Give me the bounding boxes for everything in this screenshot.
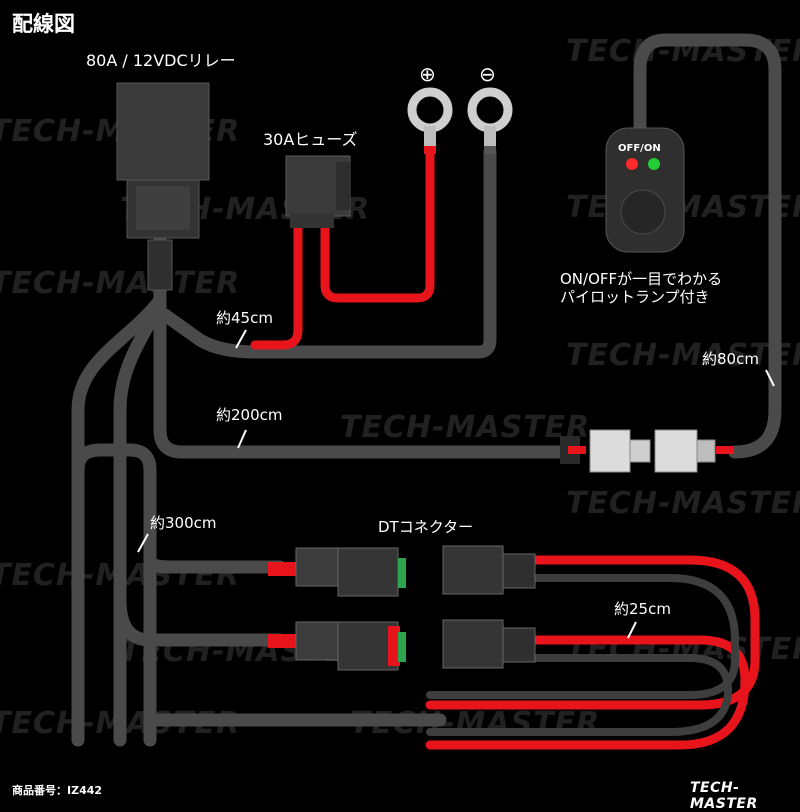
positive-ring-terminal — [407, 87, 453, 154]
length-label-300cm: 約300cm — [150, 514, 217, 532]
fuse-holder — [285, 155, 351, 228]
negative-symbol: ⊖ — [479, 62, 496, 86]
watermark: TECH-MASTER — [566, 486, 800, 521]
fuse-to-relay-wire — [250, 223, 303, 350]
cable-negative — [158, 145, 497, 359]
relay-label: 80A / 12VDCリレー — [86, 51, 236, 70]
positive-symbol: ⊕ — [419, 62, 436, 86]
brand-logo: TECH-MASTER — [690, 780, 758, 812]
relay — [116, 82, 210, 291]
switch-description-line2: パイロットランプ付き — [560, 288, 710, 306]
cable-80cm — [633, 33, 782, 459]
length-label-25cm: 約25cm — [614, 600, 671, 618]
negative-ring-terminal — [467, 87, 513, 154]
switch-button[interactable] — [620, 189, 666, 235]
dt-connector-label: DTコネクター — [378, 518, 474, 536]
watermark: TECH-MASTER — [340, 410, 591, 445]
product-number: 商品番号：IZ442 — [12, 784, 103, 797]
length-label-45cm: 約45cm — [216, 309, 273, 327]
lamp-lead-upper-grey — [426, 574, 739, 699]
cable-200cm — [153, 293, 567, 459]
switch-led-on — [648, 158, 660, 170]
switch-description-line1: ON/OFFが一目でわかる — [560, 270, 723, 288]
lamp-lead-lower-red — [425, 635, 750, 750]
fuse-label: 30Aヒューズ — [263, 130, 358, 149]
watermark: TECH-MASTER — [566, 338, 800, 373]
cable-to-dt-upper — [143, 553, 287, 574]
length-label-200cm: 約200cm — [216, 406, 283, 424]
cable-to-dt-lower — [113, 593, 287, 647]
length-label-80cm: 約80cm — [702, 350, 759, 368]
switch-led-off — [626, 158, 638, 170]
positive-wire — [320, 147, 435, 303]
dt-connector-upper — [268, 545, 536, 597]
switch-state-label: OFF/ON — [618, 143, 661, 154]
watermark: TECH-MASTER — [0, 266, 241, 301]
cable-300cm-loop — [71, 443, 157, 747]
switch-connector — [560, 429, 734, 473]
dt-connector-lower — [268, 619, 536, 671]
switch-housing — [605, 127, 685, 253]
diagram-title: 配線図 — [12, 12, 75, 36]
lamp-lead-lower-grey — [426, 654, 732, 736]
